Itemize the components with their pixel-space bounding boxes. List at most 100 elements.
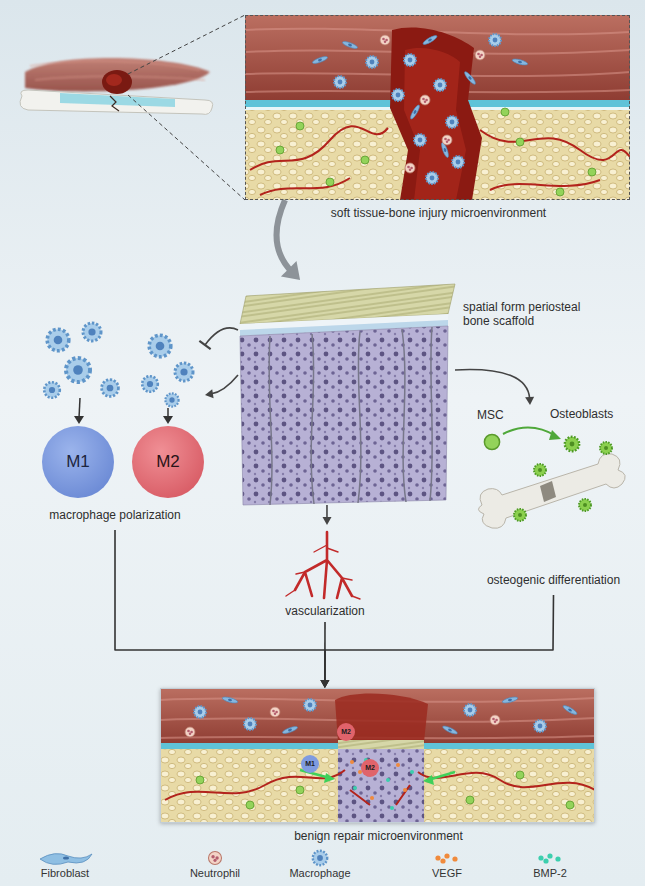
legend-text: Neutrophil [165,867,265,880]
repair-illustration [442,725,458,736]
repair-illustration [244,718,256,730]
caption-text: vascularization [260,604,390,618]
connector-line [211,375,238,394]
repair-illustration [466,796,474,804]
bone-figure [540,481,556,502]
bone-figure [484,434,499,449]
connector-line [205,328,238,345]
injury-illustration [312,55,329,65]
repair-illustration [185,727,195,737]
repair-illustration [338,740,424,749]
macrophage-cells [66,358,90,382]
repair-illustration [304,699,316,711]
injury-illustration [404,48,466,200]
repair-illustration [222,696,239,704]
repair-illustration [296,786,304,794]
scaffold-block: spatial form periosteal bone scaffold [238,280,455,505]
repair-illustration [270,707,280,717]
connector [199,328,238,349]
injury-illustration [390,27,482,200]
bone-figure [503,427,556,436]
repair-illustration [386,778,390,782]
arrow-head [205,389,214,398]
limb-thumbnail [128,15,245,200]
limb-thumbnail [102,70,132,94]
legend-icons [63,856,69,859]
m2-dot: M2 [361,759,379,777]
repair-illustration [196,776,204,784]
caption-text: soft tissue-bone injury microenvironment [216,206,645,220]
bone-figure [579,499,591,511]
injury-illustration [516,138,524,146]
legend-icons [40,854,92,865]
m2-circle: M2 [132,426,204,498]
macrophage-cells [44,323,193,424]
repair-illustration [335,694,428,742]
bone-figure [565,437,579,451]
circle-label: M2 [365,764,375,772]
connector [205,375,238,398]
repair-panel: benign repair microenvironmentM2M1M2 [160,688,595,823]
caption-text: spatial form periosteal bone scaffold [463,300,593,328]
legend-dot [543,858,548,863]
arrow-head [525,397,534,405]
legend-icons [40,851,327,865]
injury-illustration [588,168,596,176]
injury-illustration [442,135,452,145]
injury-illustration [342,40,359,50]
repair-illustration [338,749,424,823]
injury-illustration [446,116,458,128]
macrophage-cells [102,380,119,397]
bone-figure [549,430,561,440]
caption-text: macrophage polarization [25,508,205,522]
legend-dot [440,858,445,863]
inhibition-bar [199,341,210,349]
bone-figure [534,464,546,476]
m1-dot: M1 [301,755,319,773]
limb-thumbnail [110,96,119,111]
limb-thumbnail [60,93,175,107]
repair-illustration [464,704,476,716]
macrophage-cells [44,382,60,398]
repair-illustration [194,706,206,718]
arrow-head [320,680,329,688]
injury-illustration [434,79,446,91]
injury-illustration [405,163,415,173]
legend-text: Macrophage [270,867,370,880]
limb-thumbnail [20,15,245,200]
repair-illustration [562,704,578,716]
injury-illustration [556,188,564,196]
injury-illustration [463,70,477,85]
legend-dot [435,855,440,860]
macrophage-cells [79,398,80,418]
connector [277,200,301,280]
repair-illustration [165,770,595,805]
injury-illustration [475,50,485,60]
scaffold-figure [240,326,448,505]
repair-illustration [160,688,595,823]
circle-label: M2 [341,728,351,736]
injury-illustration [501,108,509,116]
macrophage-cells [83,323,101,341]
macrophage-cells [142,376,158,392]
connector [455,370,534,405]
legend-dot [547,853,552,858]
m2-dot: M2 [337,723,355,741]
repair-illustration [353,786,357,790]
repair-illustration [324,773,434,785]
repair-illustration [534,720,546,732]
repair-illustration [282,725,299,735]
caption-text: benign repair microenvironment [131,829,626,843]
osteogenic-panel: MSCOsteoblastsosteogenic differentiation [472,405,635,595]
repair-illustration [370,796,374,800]
caption-text: osteogenic differentiation [472,573,635,587]
repair-illustration [160,688,595,746]
injury-illustration [276,146,284,154]
connector-line [455,370,530,400]
repair-illustration [410,770,414,774]
repair-illustration [350,760,354,764]
legend-text: BMP-2 [500,867,600,880]
legend-text: Fibroblast [15,867,115,880]
bone-figure [600,442,612,454]
